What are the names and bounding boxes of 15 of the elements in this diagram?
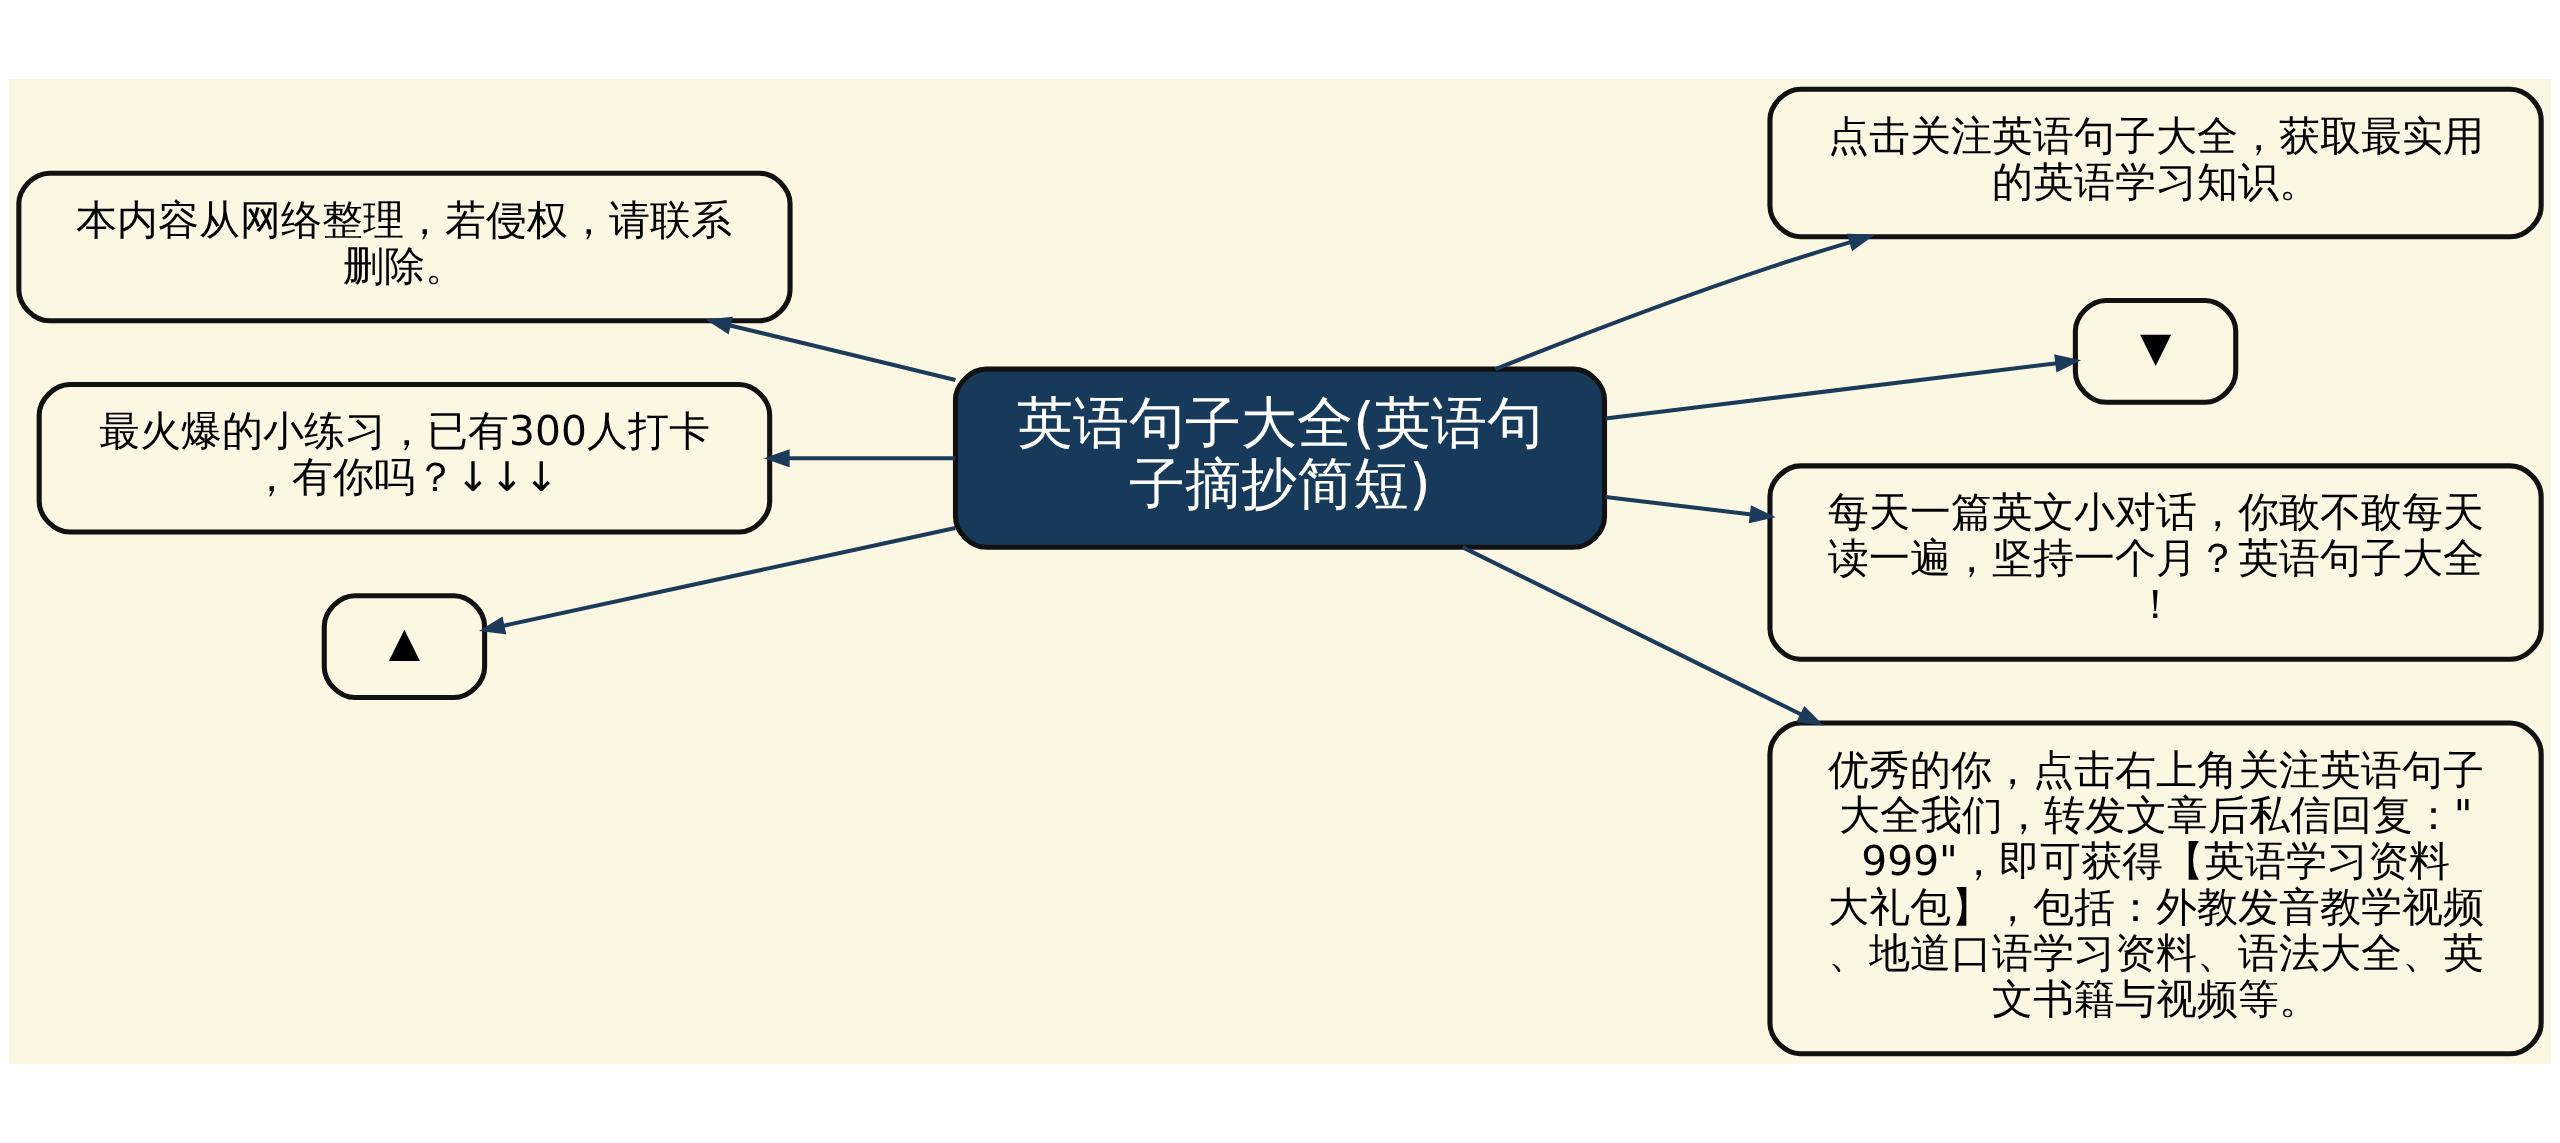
node-box: ▼ bbox=[2072, 297, 2239, 405]
node-box: 英语句子大全(英语句子摘抄简短) bbox=[952, 366, 1608, 550]
node-box: 点击关注英语句子大全，获取最实用的英语学习知识。 bbox=[1767, 86, 2544, 240]
node-box: ▲ bbox=[321, 593, 488, 701]
node-box: 本内容从网络整理，若侵权，请联系删除。 bbox=[16, 170, 793, 324]
arrow bbox=[763, 449, 956, 468]
node-box: 每天一篇英文小对话，你敢不敢每天读一遍，坚持一个月？英语句子大全！ bbox=[1767, 463, 2544, 662]
arrow bbox=[705, 316, 956, 383]
arrow bbox=[479, 525, 956, 635]
arrow bbox=[1462, 545, 1824, 726]
arrow bbox=[1605, 354, 2082, 421]
node-box: 最火爆的小练习，已有300人打卡，有你吗？↓↓↓ bbox=[36, 381, 773, 535]
arrow bbox=[1494, 233, 1875, 371]
arrow bbox=[1605, 494, 1776, 524]
node-box: 优秀的你，点击右上角关注英语句子大全我们，转发文章后私信回复："999"，即可获得【英语学习资料大礼包】，包括：外教发音教学视频、地道口语学习资料、语法大全、英文书籍与视频等。 bbox=[1767, 720, 2544, 1057]
